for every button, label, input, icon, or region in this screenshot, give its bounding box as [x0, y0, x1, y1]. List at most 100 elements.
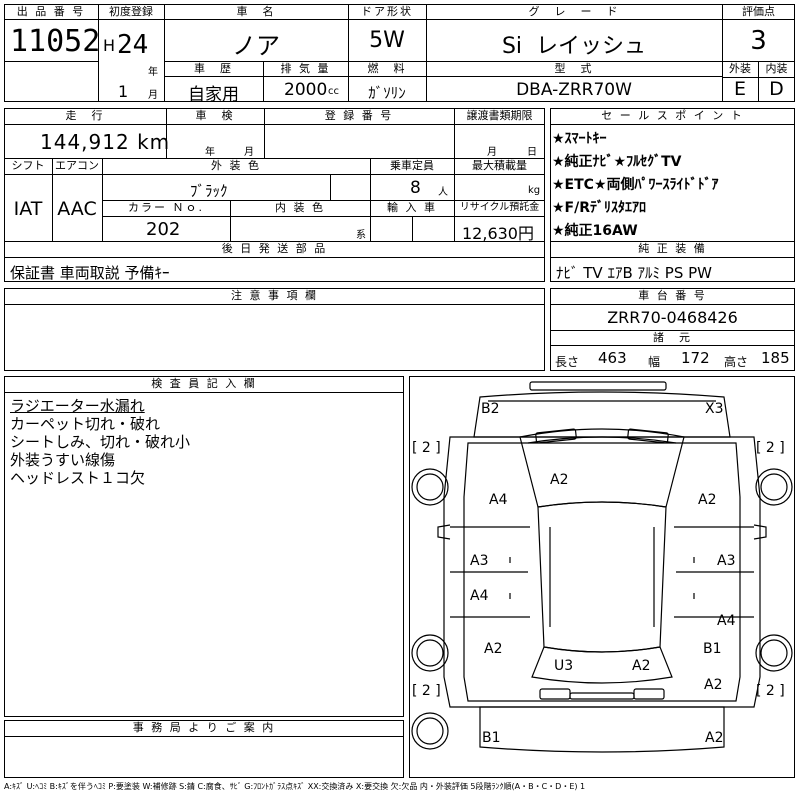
right-bracket-top: [ 2 ]	[756, 440, 785, 456]
first-registration-label: 初度登録	[109, 5, 153, 18]
aircon-label: エアコン	[55, 159, 99, 172]
damage-mark: B1	[482, 730, 501, 746]
capacity-unit: 人	[438, 187, 448, 198]
right-bracket-bottom: [ 2 ]	[756, 683, 785, 699]
legend: A:ｷｽﾞ U:ﾍｺﾐ B:ｷｽﾞを伴うﾍｺﾐ P:要塗装 W:補修跡 S:錆 …	[4, 782, 586, 791]
damage-mark: A2	[705, 730, 724, 746]
length-label: 長さ	[555, 355, 580, 369]
car-name: ノア	[232, 32, 280, 60]
inspector-label: 検 査 員 記 入 欄	[151, 377, 257, 390]
displacement: 2000	[284, 80, 328, 100]
color-label: 外 装 色	[211, 159, 261, 172]
damage-mark: A2	[484, 641, 503, 657]
transfer-day-unit: 日	[527, 147, 537, 158]
sales-point-3: ★ETC★両側ﾊﾟﾜｰｽﾗｲﾄﾞﾄﾞｱ	[552, 177, 719, 193]
damage-mark: A3	[470, 553, 489, 569]
inspector-line-3: シートしみ、切れ・破れ小	[10, 433, 191, 451]
inspector-line-5: ヘッドレスト１コ欠	[10, 469, 146, 487]
sales-point-label: セ ー ル ス ポ イ ン ト	[601, 109, 744, 122]
door-type: 5W	[369, 28, 405, 53]
notes-block	[4, 288, 545, 371]
door-label: ドア形状	[361, 5, 413, 18]
max-load-label: 最大積載量	[472, 159, 527, 172]
car-diagram-svg	[411, 381, 793, 753]
displacement-unit: cc	[328, 86, 339, 97]
shift-label: シフト	[11, 159, 45, 172]
sales-point-1: ★ｽﾏｰﾄｷｰ	[552, 131, 607, 147]
exterior-color: ﾌﾞﾗｯｸ	[190, 182, 228, 200]
damage-mark: A2	[704, 677, 723, 693]
fuel-label: 燃 料	[367, 62, 407, 75]
first-registration-year: 24	[117, 30, 149, 60]
grade: Si レイッシュ	[501, 34, 647, 59]
width: 172	[681, 349, 710, 367]
chassis-block	[550, 288, 795, 371]
damage-mark: A4	[470, 588, 489, 604]
damage-mark: A4	[717, 613, 736, 629]
left-bracket-top: [ 2 ]	[412, 440, 441, 456]
max-load-unit: kg	[528, 185, 541, 196]
office-label: 事 務 局 よ り ご 案 内	[132, 721, 276, 734]
length: 463	[598, 349, 627, 367]
exterior-label: 外装	[729, 62, 751, 75]
capacity: 8	[410, 178, 421, 198]
grade-label: グ レ ー ド	[528, 5, 620, 18]
score-label: 評価点	[742, 5, 775, 18]
damage-mark: U3	[554, 658, 574, 674]
year-unit: 年	[148, 67, 158, 78]
registration-label: 登 録 番 号	[324, 109, 394, 122]
mileage-label: 走 行	[65, 109, 105, 122]
aircon: AAC	[57, 198, 97, 220]
sales-point-4: ★F/Rﾃﾞﾘｽﾀｴｱﾛ	[552, 200, 647, 216]
lot-number: 11052	[10, 24, 101, 59]
damage-mark: A2	[698, 492, 717, 508]
fuel: ｶﾞｿﾘﾝ	[368, 84, 406, 102]
equipment: ﾅﾋﾞ TV ｴｱB ｱﾙﾐ PS PW	[556, 264, 712, 282]
lot-number-label: 出 品 番 号	[16, 5, 86, 18]
color-number-label: カラー Ｎｏ.	[128, 201, 204, 214]
damage-mark: B2	[481, 401, 500, 417]
later-parts-label: 後 日 発 送 部 品	[221, 242, 328, 255]
damage-mark: A2	[550, 472, 569, 488]
sales-point-2: ★純正ﾅﾋﾞ★ﾌﾙｾｸﾞTV	[552, 154, 682, 170]
interior-color-label: 内 装 色	[275, 201, 325, 214]
damage-mark: X3	[705, 401, 724, 417]
inspector-line-2: カーペット切れ・破れ	[10, 415, 161, 433]
damage-diagram: [ 2 ] [ 2 ] [ 2 ] [ 2 ] B2 X3 A2 A4 A2 A…	[409, 376, 795, 778]
color-number: 202	[146, 219, 181, 240]
damage-mark: A4	[489, 492, 508, 508]
inspection-month-unit: 月	[244, 147, 254, 158]
month-unit: 月	[148, 90, 158, 101]
notes-label: 注 意 事 項 欄	[231, 289, 318, 302]
equipment-label: 純 正 装 備	[638, 242, 707, 255]
interior-label: 内装	[765, 62, 788, 75]
width-label: 幅	[648, 355, 661, 369]
damage-mark: B1	[703, 641, 722, 657]
interior-grade: D	[769, 78, 784, 100]
score: 3	[750, 26, 767, 56]
transfer-deadline-label: 譲渡書類期限	[466, 109, 533, 122]
chassis-label: 車 台 番 号	[638, 289, 707, 302]
model-code: DBA-ZRR70W	[516, 80, 632, 100]
car-name-label: 車 名	[236, 5, 276, 18]
inspection-year-unit: 年	[205, 147, 215, 158]
damage-mark: A3	[717, 553, 736, 569]
sales-point-5: ★純正16AW	[552, 223, 638, 239]
recycle-fee-label: リサイクル預託金	[459, 202, 540, 213]
left-bracket-bottom: [ 2 ]	[412, 683, 441, 699]
office-block	[4, 720, 404, 778]
damage-mark: A2	[632, 658, 651, 674]
dimensions-label: 諸 元	[653, 331, 692, 344]
transfer-month-unit: 月	[487, 147, 497, 158]
chassis-number: ZRR70-0468426	[607, 308, 738, 327]
inspection-label: 車 検	[195, 109, 235, 122]
model-code-label: 型 式	[554, 62, 594, 75]
height: 185	[761, 349, 790, 367]
shift: IAT	[13, 198, 43, 220]
height-label: 高さ	[724, 355, 749, 369]
era: H	[103, 36, 116, 55]
later-parts: 保証書 車両取説 予備ｷｰ	[10, 264, 170, 282]
first-registration-month: 1	[118, 82, 129, 101]
exterior-grade: E	[733, 78, 746, 100]
inspector-block	[4, 376, 404, 717]
